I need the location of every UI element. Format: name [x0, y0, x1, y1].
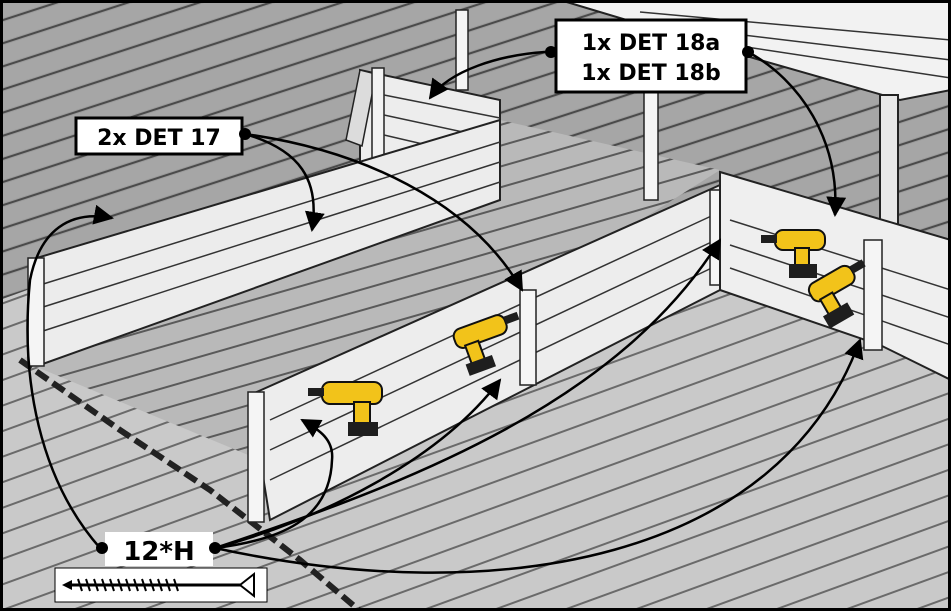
- det18a-label: 1x DET 18a: [582, 31, 721, 56]
- screw-count-label: 12*H: [123, 537, 195, 567]
- det17-label: 2x DET 17: [97, 126, 221, 151]
- det17-callout: 2x DET 17: [76, 118, 251, 154]
- white-post-back: [456, 10, 468, 90]
- det18-callout: 1x DET 18a 1x DET 18b: [545, 20, 754, 92]
- det18b-label: 1x DET 18b: [581, 61, 720, 86]
